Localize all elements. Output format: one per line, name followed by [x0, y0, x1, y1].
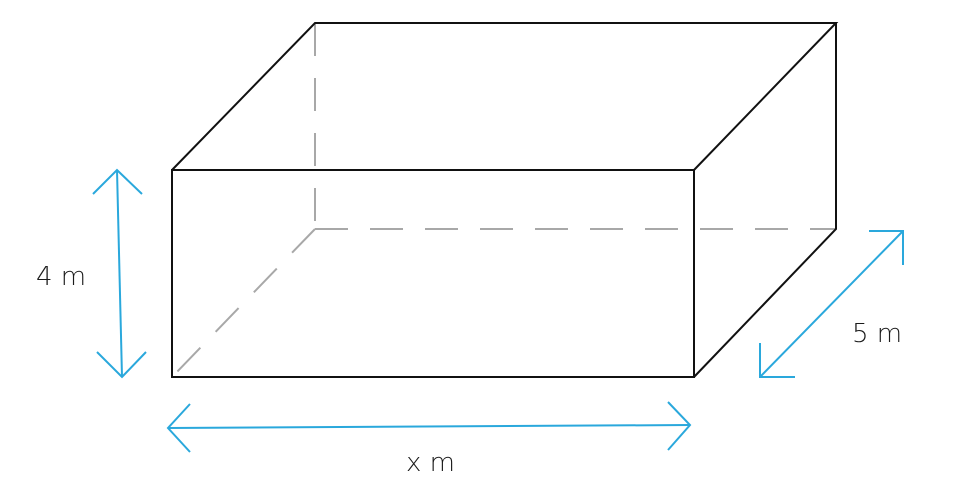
top-face	[171, 22, 839, 171]
length-label: x m	[406, 448, 455, 478]
length-arrow	[166, 401, 692, 453]
visible-edges	[171, 22, 839, 378]
depth-arrow	[759, 230, 904, 378]
depth-label: 5 m	[852, 319, 902, 349]
right-face	[693, 23, 837, 378]
hidden-depth-edge	[171, 228, 316, 378]
dimension-arrows	[92, 168, 904, 453]
height-label: 4 m	[36, 262, 86, 292]
hidden-edges	[171, 23, 836, 378]
front-face	[171, 169, 695, 378]
height-arrow	[92, 168, 147, 379]
